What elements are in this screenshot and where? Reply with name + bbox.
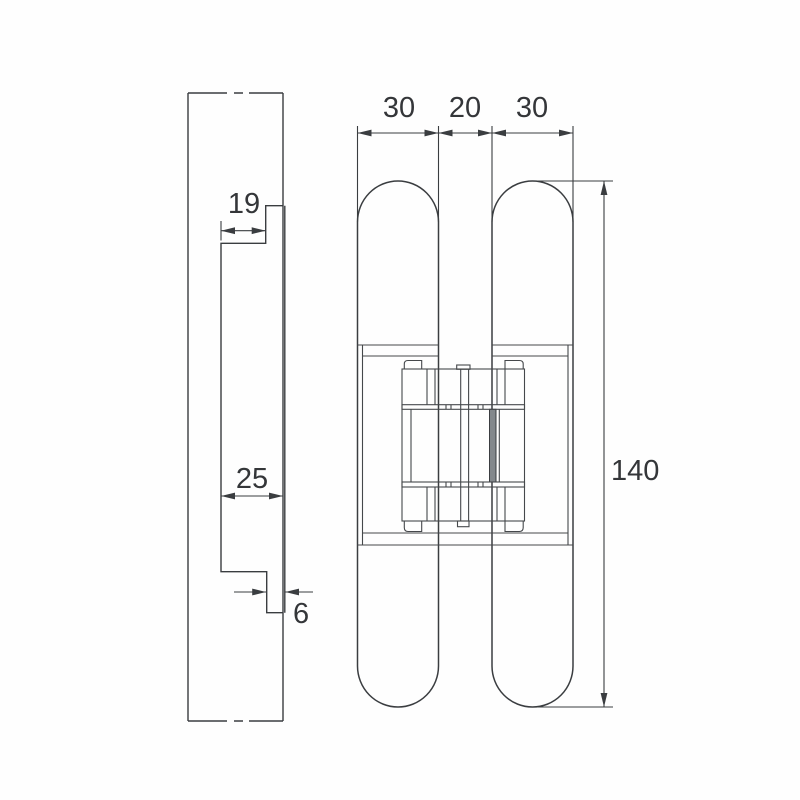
- dim-30-left-label: 30: [383, 92, 415, 124]
- capsule-body-left: [356, 180, 440, 708]
- dim-30-right-label: 30: [516, 92, 548, 124]
- front-view-dimensions: 30 20 30 140: [356, 92, 659, 708]
- link-arm-ticks: [445, 404, 484, 487]
- carriage-lower-verticals: [426, 487, 506, 521]
- dim-6-label: 6: [293, 598, 309, 630]
- mounting-frame: [357, 344, 573, 546]
- side-view-dimensions: 19 25 6: [220, 188, 313, 630]
- carriage-middle-verticals: [410, 409, 500, 482]
- hinge-carriage: [401, 359, 526, 533]
- pin-tab-top-right: [504, 359, 524, 369]
- carriage-upper-verticals: [426, 369, 506, 405]
- height-extension-lines: [529, 180, 613, 708]
- slide-shaft: [489, 408, 497, 483]
- pin-tab-bottom-left: [403, 521, 423, 533]
- front-view: [356, 180, 574, 708]
- recess-step-contour: [220, 205, 283, 614]
- frame-inner-verticals: [361, 345, 569, 545]
- dim-20-label: 20: [449, 92, 481, 124]
- side-profile-view: [187, 92, 286, 722]
- axle-top-cap: [456, 364, 471, 370]
- dim-140-label: 140: [611, 455, 659, 487]
- axle-shaft-lines: [460, 369, 470, 521]
- width-extension-lines: [356, 126, 574, 222]
- link-arm-top: [401, 404, 526, 410]
- capsule-body-right: [491, 180, 574, 708]
- dim-19-label: 19: [228, 188, 260, 220]
- link-arm-bottom: [401, 481, 526, 488]
- pin-tab-bottom-right: [504, 521, 524, 533]
- pin-tab-top-left: [403, 359, 423, 369]
- axle-bottom-cap: [456, 520, 470, 528]
- dim-25-label: 25: [236, 463, 268, 495]
